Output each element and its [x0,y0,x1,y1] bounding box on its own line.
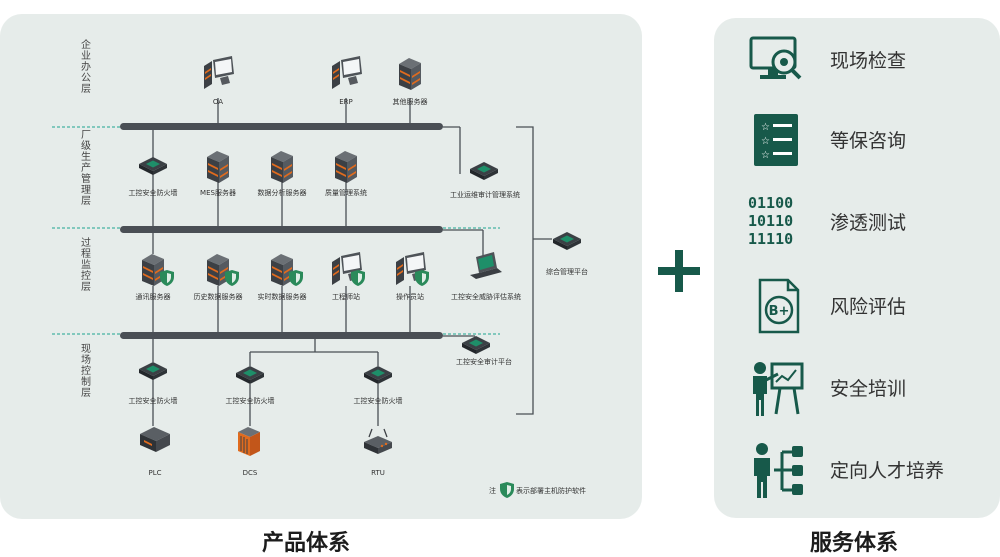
device-label-mgmt-platform: 综合管理平台 [546,267,588,276]
host-protection-shield-icon [160,270,174,286]
device-label-field-firewall-3: 工控安全防火墙 [354,396,403,405]
layer-label-office: 企业办公层 [81,38,91,95]
plc-device-icon [140,427,170,452]
erp-workstation-icon [332,56,362,89]
device-label-erp: ERP [339,98,353,106]
service-system-panel [714,18,1000,518]
binary-line: 11110 [748,230,794,248]
svg-text:B+: B+ [769,304,790,319]
layer-label-field: 现场控制层 [81,343,91,399]
service-system-caption: 服务体系 [810,531,899,556]
oa-workstation-icon [204,56,234,89]
product-system-caption: 产品体系 [262,531,351,556]
svg-text:☆: ☆ [761,150,770,161]
legend-shield-icon [500,482,514,498]
binary-line: 01100 [748,194,794,212]
device-label-realtime: 实时数据服务器 [258,292,307,301]
network-bus-office [120,123,443,130]
service-label: 安全培训 [830,378,907,400]
device-label-quality: 质量管理系统 [325,188,367,197]
note-prefix: 注 [489,486,496,495]
dcs-device-icon [238,427,260,456]
layer-label-production: 厂级生产管理层 [81,130,91,207]
device-label-comm: 通讯服务器 [136,292,171,301]
device-label-ops-audit: 工业运维审计管理系统 [450,190,520,199]
device-label-field-firewall-1: 工控安全防火墙 [129,396,178,405]
device-label-audit-platform: 工控安全审计平台 [456,357,512,366]
rtu-device-icon [364,428,392,454]
star-checklist-icon: ☆ ☆ ☆ [754,114,798,166]
service-label: 定向人才培养 [830,460,945,482]
note-text: 表示部署主机防护软件 [516,486,586,495]
service-item-security-training: 安全培训 [748,358,998,418]
realtime-server-icon [271,254,293,286]
field-firewall-icon [236,366,264,384]
analysis-server-icon [271,151,293,183]
product-system-panel [0,14,642,519]
service-label: 风险评估 [830,296,907,318]
plus-icon [658,250,700,292]
monitor-inspect-icon [749,36,802,80]
binary-line: 10110 [748,212,794,230]
device-label-history: 历史数据服务器 [194,292,243,301]
device-label-oa: OA [213,98,223,106]
service-item-talent-cultivation: 定向人才培养 [748,440,998,500]
firewall-icon [139,157,167,175]
comm-server-icon [142,254,164,286]
device-label-firewall: 工控安全防火墙 [129,188,178,197]
talent-tree-icon [754,443,803,498]
device-label-other-servers: 其他服务器 [393,97,428,106]
service-label: 渗透测试 [830,212,907,234]
network-bus-process [120,332,443,339]
device-label-dcs: DCS [243,469,258,477]
audit-platform-icon [462,336,490,354]
field-firewall-icon [364,366,392,384]
device-label-field-firewall-2: 工控安全防火墙 [226,396,275,405]
device-label-op-station: 操作员站 [396,292,424,301]
service-label: 等保咨询 [830,130,907,152]
network-bus-production [120,226,443,233]
svg-text:☆: ☆ [761,122,770,133]
device-label-threat: 工控安全威胁评估系统 [451,292,521,301]
host-protection-shield-icon [289,270,303,286]
device-label-analysis: 数据分析服务器 [258,188,307,197]
quality-server-icon [335,151,357,183]
service-item-risk-assessment: B+ 风险评估 [748,276,998,336]
service-item-compliance-consulting: ☆ ☆ ☆ 等保咨询 [748,110,998,170]
laptop-icon [470,252,502,279]
other-servers-icon [399,58,421,90]
management-platform-icon [553,232,581,250]
binary-code-icon: 01100 10110 11110 [748,192,808,252]
network-architecture-diagram: 企业办公层 厂级生产管理层 过程监控层 现场控制层 [52,38,588,498]
service-item-penetration-test: 01100 10110 11110 渗透测试 [748,192,998,252]
device-label-rtu: RTU [371,469,385,477]
connector-lines [152,98,552,426]
layer-label-process: 过程监控层 [81,236,91,293]
device-label-eng-station: 工程师站 [332,292,360,301]
service-item-site-inspection: 现场检查 [748,30,998,90]
device-label-mes: MES服务器 [200,188,236,197]
history-server-icon [207,254,229,286]
b-plus-grade-icon: B+ [758,278,800,334]
mes-server-icon [207,151,229,183]
host-protection-shield-icon [415,270,429,286]
field-firewall-icon [139,362,167,380]
service-label: 现场检查 [830,50,907,72]
ops-audit-icon [470,162,498,180]
svg-text:☆: ☆ [761,136,770,147]
host-protection-shield-icon [351,270,365,286]
device-label-plc: PLC [148,469,161,477]
host-protection-shield-icon [225,270,239,286]
training-presenter-icon [753,362,804,416]
